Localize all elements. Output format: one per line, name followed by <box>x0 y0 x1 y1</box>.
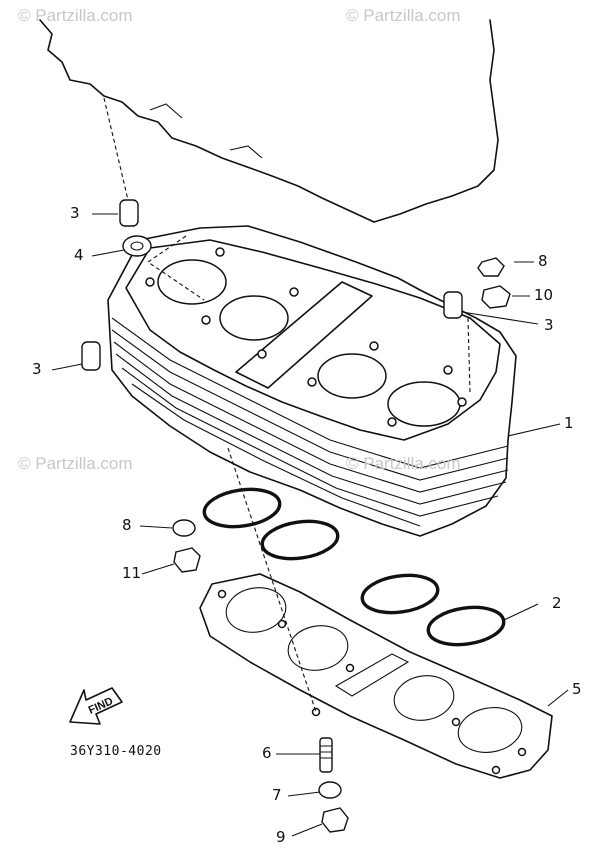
stud-bolt <box>319 737 333 773</box>
o-rings <box>202 487 506 647</box>
callout-4: 4 <box>74 246 84 264</box>
watermark: © Partzilla.com <box>18 6 133 25</box>
callout-10: 10 <box>534 286 554 304</box>
nuts-and-washers <box>172 257 511 833</box>
callout-9: 9 <box>276 828 286 846</box>
find-arrow-icon <box>69 687 123 725</box>
washer <box>122 235 152 257</box>
leader-lines <box>51 97 569 837</box>
callout-8: 8 <box>122 516 132 534</box>
callout-3: 3 <box>544 316 554 334</box>
callout-7: 7 <box>272 786 282 804</box>
callout-8: 8 <box>538 252 548 270</box>
watermark: © Partzilla.com <box>346 454 461 473</box>
crankcase-outline <box>39 19 499 223</box>
callout-11: 11 <box>122 564 142 582</box>
callout-1: 1 <box>564 414 574 432</box>
base-gasket <box>199 573 553 779</box>
callout-5: 5 <box>572 680 582 698</box>
callout-3: 3 <box>32 360 42 378</box>
diagram-code: 36Y310-4020 <box>70 744 162 759</box>
dowel-pins <box>81 199 463 371</box>
watermark: © Partzilla.com <box>18 454 133 473</box>
watermark: © Partzilla.com <box>346 6 461 25</box>
callout-6: 6 <box>262 744 272 762</box>
callout-3: 3 <box>70 204 80 222</box>
cylinder-block <box>107 225 517 537</box>
callout-2: 2 <box>552 594 562 612</box>
